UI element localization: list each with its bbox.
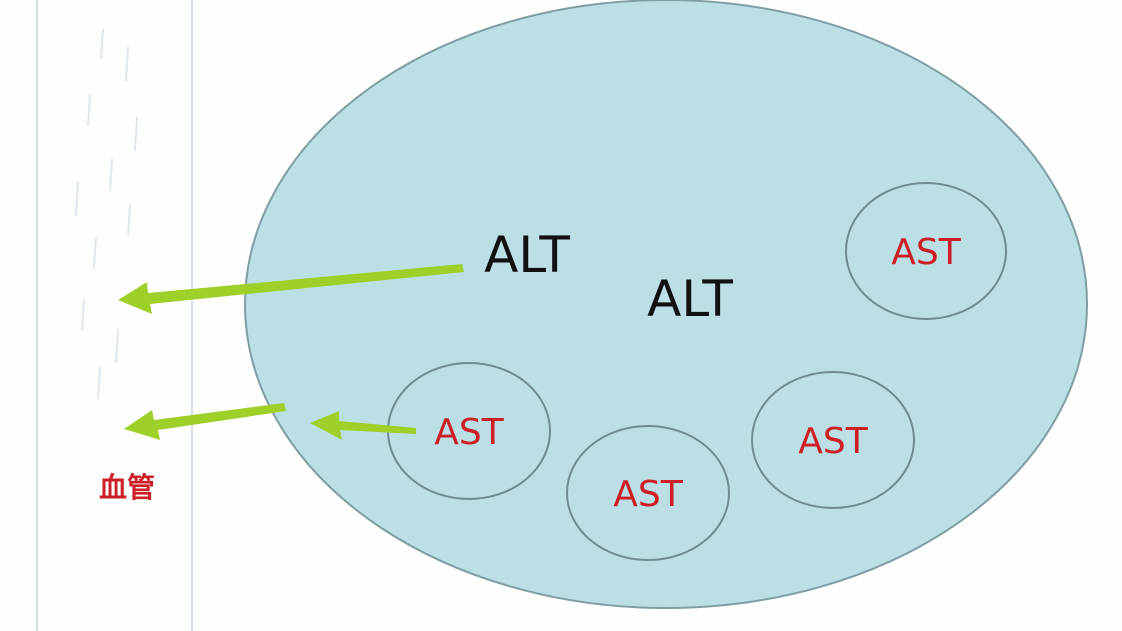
ast-label: AST bbox=[891, 232, 961, 273]
mitochondrion: AST bbox=[845, 182, 1007, 320]
ast-label: AST bbox=[613, 474, 683, 515]
blood-vessel-label: 血管 bbox=[99, 471, 155, 504]
ast-label: AST bbox=[434, 412, 504, 453]
mitochondrion: AST bbox=[751, 371, 915, 509]
release-arrow bbox=[310, 411, 416, 440]
hepatocyte-cell bbox=[244, 0, 1088, 609]
vessel-flow-marks bbox=[75, 29, 138, 399]
alt-label: ALT bbox=[484, 226, 570, 284]
blood-vessel bbox=[36, 0, 193, 631]
ast-label: AST bbox=[798, 421, 868, 462]
mitochondrion: AST bbox=[566, 425, 730, 561]
mitochondrion: AST bbox=[387, 362, 551, 500]
release-arrow bbox=[124, 403, 286, 440]
release-arrow bbox=[118, 264, 464, 314]
alt-label: ALT bbox=[647, 270, 733, 328]
